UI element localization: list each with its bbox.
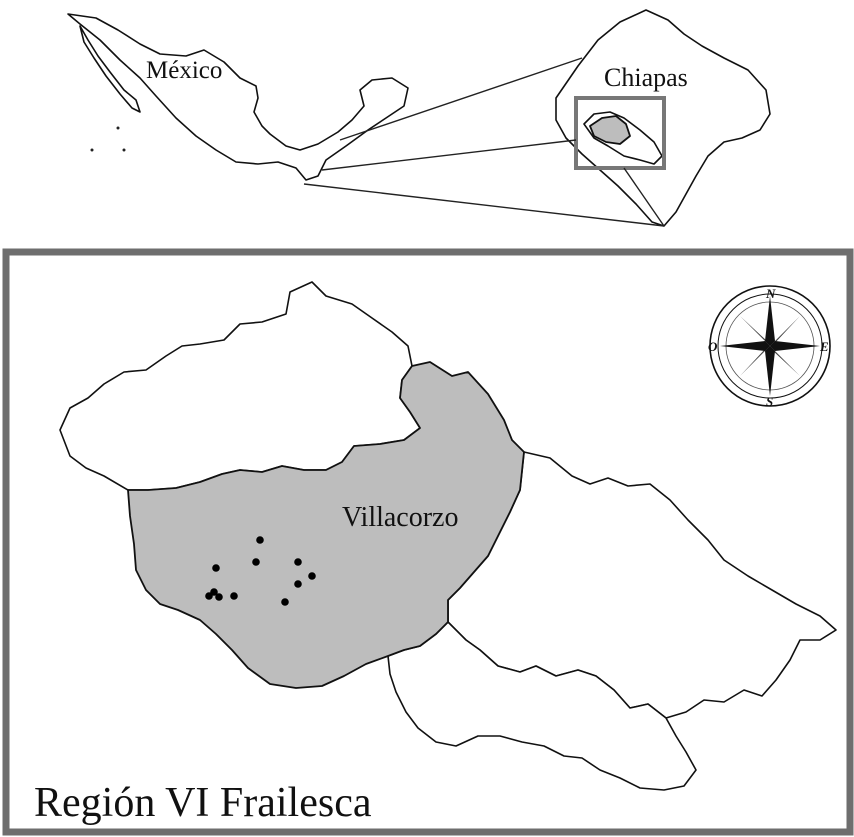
leader-line: [321, 139, 577, 171]
leader-lines: [303, 57, 665, 227]
sample-site-point: [212, 564, 220, 572]
chiapas-map: Chiapas: [555, 9, 771, 227]
label-chiapas: Chiapas: [604, 63, 688, 92]
sample-site-point: [252, 558, 260, 566]
compass-diagonal-points: [740, 316, 800, 376]
label-region: Región VI Frailesca: [34, 780, 372, 826]
compass-label-west: O: [708, 339, 718, 354]
frailesca-region-map: Villacorzo: [34, 281, 837, 826]
leader-line: [339, 57, 583, 141]
sample-site-point: [230, 592, 238, 600]
inset-box: [574, 96, 666, 170]
sample-site-point: [294, 558, 302, 566]
sample-site-point: [294, 580, 302, 588]
label-mexico: México: [146, 57, 222, 84]
sample-site-point: [205, 592, 213, 600]
compass-inner-ring: [717, 293, 823, 399]
island-dot: [90, 148, 94, 152]
compass-cardinal-points: [720, 296, 820, 396]
island-dot: [122, 148, 126, 152]
baja-california-outline: [79, 25, 141, 113]
sample-site-point: [256, 536, 264, 544]
label-villacorzo: Villacorzo: [342, 502, 458, 533]
island-dot: [116, 126, 120, 130]
sample-site-point: [281, 598, 289, 606]
villacorzo-shaded: [127, 361, 525, 689]
compass-label-south: S: [766, 394, 773, 409]
leader-line: [623, 167, 665, 227]
mexico-outline: [67, 13, 409, 181]
compass-rose: N E S O: [708, 285, 831, 409]
mexico-map: México: [67, 13, 409, 181]
compass-label-east: E: [819, 339, 829, 354]
sample-site-point: [308, 572, 316, 580]
municipality-south-outline: [387, 621, 697, 791]
compass-label-north: N: [765, 286, 776, 301]
sample-site-point: [215, 593, 223, 601]
leader-line: [303, 183, 665, 227]
villacorzo-mini-shaded: [589, 115, 631, 145]
sample-sites: [205, 536, 316, 606]
